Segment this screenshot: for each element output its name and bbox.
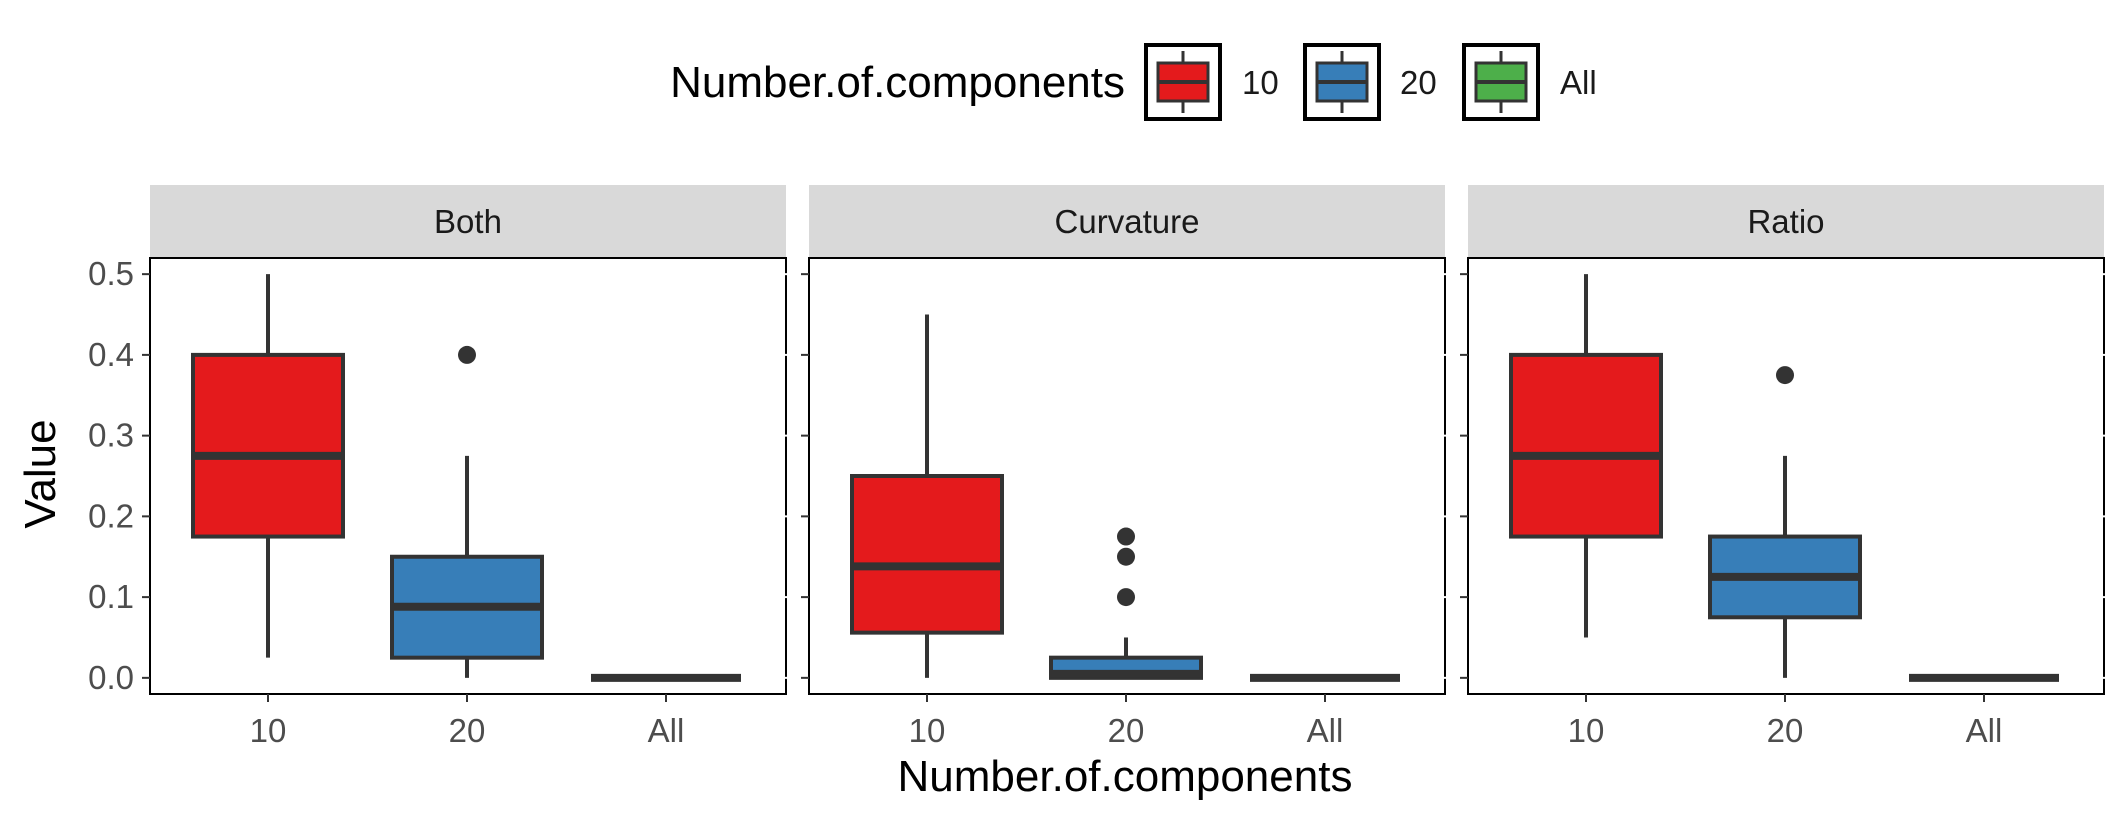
box-ratio-10 <box>1509 274 1663 638</box>
y-axis-title: Value <box>16 419 65 528</box>
facet-panels: Both 0.0 0.1 0.2 0.3 0.4 0.5 10 20 All Curvature 10… <box>88 185 2105 749</box>
x-tick-label: 10 <box>250 712 287 749</box>
y-tick-label: 0.2 <box>88 497 134 534</box>
facet-panel-curvature: Curvature 10 20 All <box>801 185 1446 749</box>
facet-strip <box>1468 185 2104 257</box>
outlier-point <box>1776 366 1794 385</box>
facet-strip <box>809 185 1445 257</box>
legend-label: All <box>1560 64 1597 101</box>
iqr-box <box>191 352 345 539</box>
legend-key-10 <box>1144 43 1222 121</box>
outlier-point <box>1117 527 1135 546</box>
box-ratio-20 <box>1708 366 1862 678</box>
y-tick-label: 0.5 <box>88 255 134 292</box>
iqr-box <box>1509 352 1663 539</box>
facet-panel-both: Both 0.0 0.1 0.2 0.3 0.4 0.5 10 20 All <box>88 185 787 749</box>
facet-strip-label: Ratio <box>1747 203 1824 240</box>
legend-key-20 <box>1303 43 1381 121</box>
y-tick-label: 0.0 <box>88 659 134 696</box>
facet-panel-ratio: Ratio 10 20 All <box>1460 185 2105 749</box>
box-curvature-20 <box>1049 527 1203 680</box>
x-tick-label: 20 <box>449 712 486 749</box>
box-curvature-10 <box>850 314 1004 678</box>
x-tick-label: All <box>1966 712 2003 749</box>
outlier-point <box>458 345 476 364</box>
y-tick-label: 0.3 <box>88 417 134 454</box>
y-tick-label: 0.4 <box>88 336 134 373</box>
legend-key-all <box>1462 43 1540 121</box>
box-both-10 <box>191 274 345 658</box>
legend-title: Number.of.components <box>670 58 1125 107</box>
x-axis-title: Number.of.components <box>898 752 1353 801</box>
x-tick-label: 10 <box>1568 712 1605 749</box>
x-tick-label: 10 <box>909 712 946 749</box>
iqr-box <box>850 474 1004 635</box>
y-tick-label: 0.1 <box>88 578 134 615</box>
x-tick-label: All <box>648 712 685 749</box>
outlier-point <box>1117 588 1135 607</box>
x-tick-label: All <box>1307 712 1344 749</box>
facet-strip-label: Curvature <box>1055 203 1200 240</box>
facet-strip-label: Both <box>434 203 502 240</box>
legend-label: 10 <box>1242 64 1279 101</box>
x-tick-label: 20 <box>1767 712 1804 749</box>
x-tick-label: 20 <box>1108 712 1145 749</box>
box-both-20 <box>390 345 544 678</box>
outlier-point <box>1117 547 1135 566</box>
facet-strip <box>150 185 786 257</box>
legend-label: 20 <box>1400 64 1437 101</box>
legend: Number.of.components 10 20 All <box>670 43 1597 121</box>
